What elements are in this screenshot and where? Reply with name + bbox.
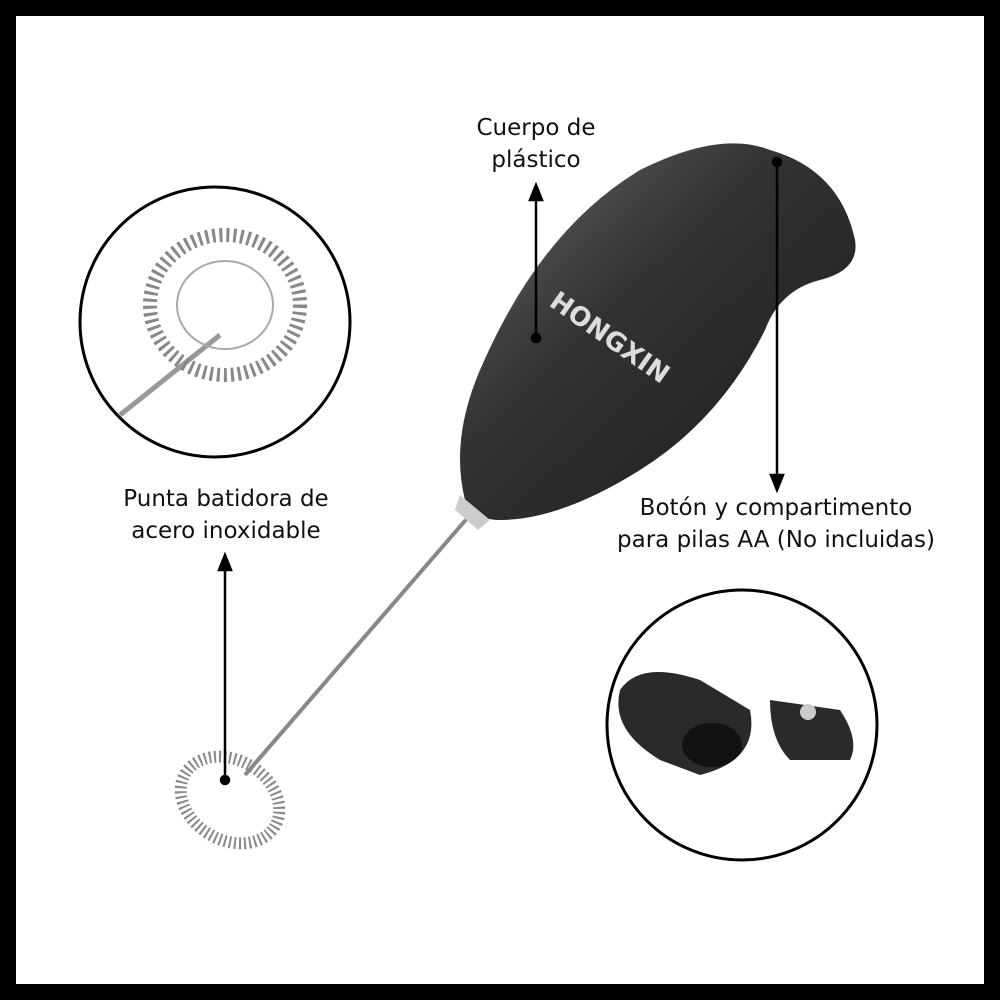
whisk-shaft [243,513,472,777]
product-image: HONGXIN Cuerpo de plástico Punta batidor… [16,16,984,984]
body-label-line2: plástico [491,147,581,173]
button-label-line1: Botón y compartimento [639,495,913,521]
body-label-line1: Cuerpo de [476,115,596,141]
frother-illustration: HONGXIN [78,143,879,862]
frother-body [460,143,856,521]
whisk-label-line1: Punta batidora de [123,486,329,512]
callout-arrows [217,156,785,786]
whisk-coil [174,750,286,850]
battery-detail-circle [605,588,879,862]
whisk-detail-circle [78,185,352,459]
button-label-line2: para pilas AA (No incluidas) [617,527,935,553]
whisk-label: Punta batidora de acero inoxidable [96,483,356,547]
button-label: Botón y compartimento para pilas AA (No … [586,492,966,556]
whisk-label-line2: acero inoxidable [131,518,321,544]
body-label: Cuerpo de plástico [456,112,616,176]
